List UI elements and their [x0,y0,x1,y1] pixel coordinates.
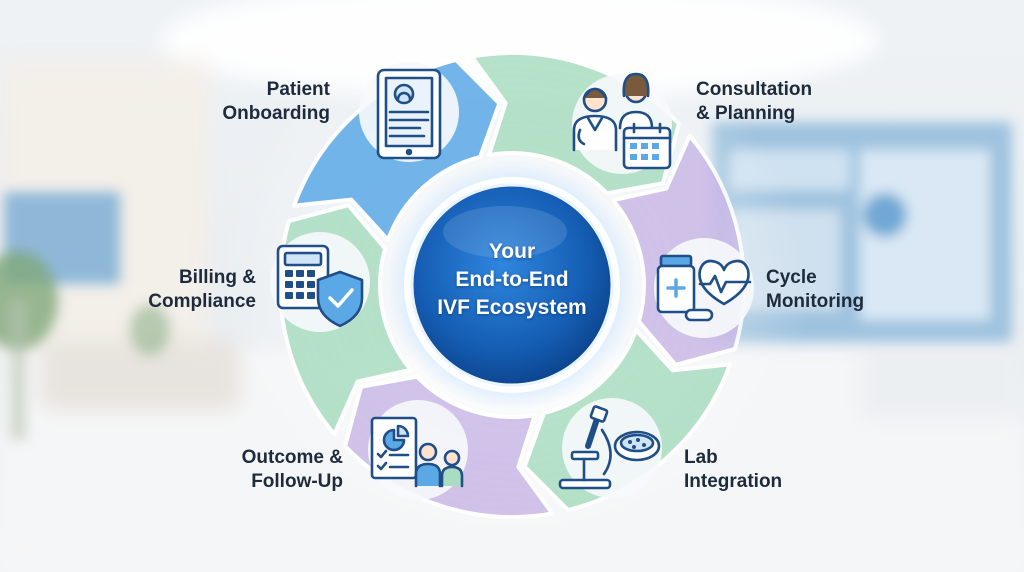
label-line: Integration [684,471,783,492]
label-line: Outcome & [241,447,343,468]
label-line: Lab [684,447,718,468]
label-line: Billing & [178,267,256,288]
label-line: Cycle [766,267,817,288]
label-billing-compliance: Billing & Compliance [148,266,256,314]
center-title-line1: Your [488,240,536,263]
microscope-petri-dish-icon [558,405,661,490]
doctors-calendar-icon [572,72,672,170]
report-family-icon [370,416,464,488]
center-title-line2: End-to-End [455,268,569,291]
center-title-line3: IVF Ecosystem [437,296,587,319]
label-outcome-follow-up: Outcome & Follow-Up [242,446,343,494]
icon-disc-4 [562,398,662,498]
label-line: Compliance [148,291,256,312]
label-cycle-monitoring: Cycle Monitoring [766,266,864,314]
calculator-shield-icon [276,244,364,328]
center-orb [410,183,614,387]
label-patient-onboarding: Patient Onboarding [222,78,330,126]
medicine-heartbeat-icon [656,254,752,322]
label-line: & Planning [696,103,796,124]
label-lab-integration: Lab Integration [684,446,782,494]
label-line: Consultation [696,79,813,100]
label-line: Onboarding [222,103,330,124]
label-line: Monitoring [766,291,865,312]
tablet-profile-icon [376,68,442,160]
label-consultation-planning: Consultation & Planning [696,78,812,126]
label-line: Patient [266,79,330,100]
center-title: Your End-to-End IVF Ecosystem [412,238,612,322]
label-line: Follow-Up [251,471,343,492]
